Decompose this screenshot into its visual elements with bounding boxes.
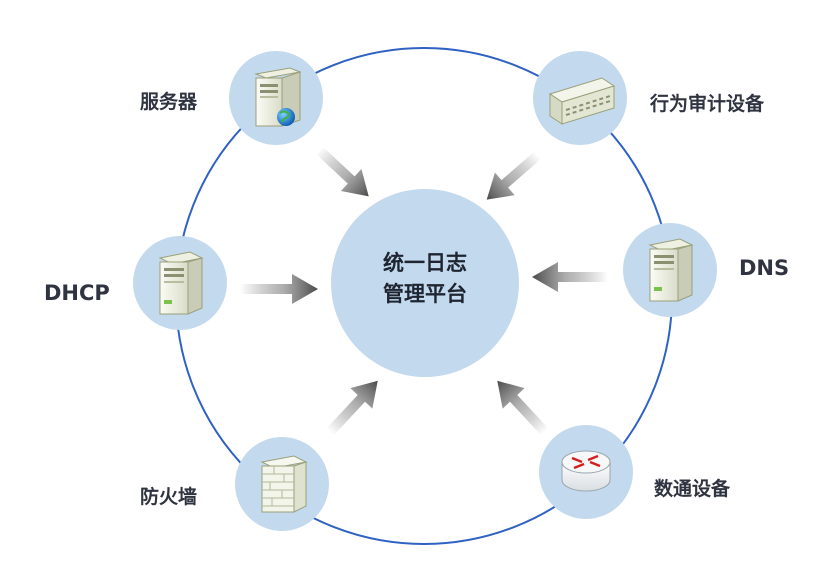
network-label: 数通设备 (654, 478, 731, 500)
router-icon (561, 450, 611, 492)
arrow-dhcp-to-center (240, 274, 318, 304)
server-globe-icon (254, 67, 302, 127)
arrow-firewall-to-center (326, 380, 378, 436)
center-label-line1: 统一日志 (383, 251, 467, 275)
dns-node (623, 223, 717, 317)
dhcp-label: DHCP (44, 281, 110, 305)
arrow-server-to-center (315, 146, 369, 197)
arrow-dns-to-center (532, 262, 608, 292)
server-node (229, 51, 323, 145)
tower-server-icon (648, 238, 694, 302)
audit-label: 行为审计设备 (650, 93, 765, 115)
dhcp-node (133, 236, 227, 330)
firewall-brick-icon (260, 455, 308, 513)
audit-node (533, 51, 627, 145)
arrow-network-to-center (497, 380, 549, 436)
central-platform-node (331, 189, 519, 377)
network-node (539, 425, 633, 519)
audit-appliance-icon (548, 77, 616, 125)
center-label-line2: 管理平台 (383, 282, 467, 306)
firewall-label: 防火墙 (140, 486, 198, 508)
tower-server-icon (158, 251, 204, 315)
dns-label: DNS (739, 256, 790, 280)
arrow-audit-to-center (486, 151, 542, 200)
center-label: 统一日志 管理平台 (339, 248, 511, 310)
server-label: 服务器 (140, 91, 198, 113)
firewall-node (235, 437, 329, 531)
